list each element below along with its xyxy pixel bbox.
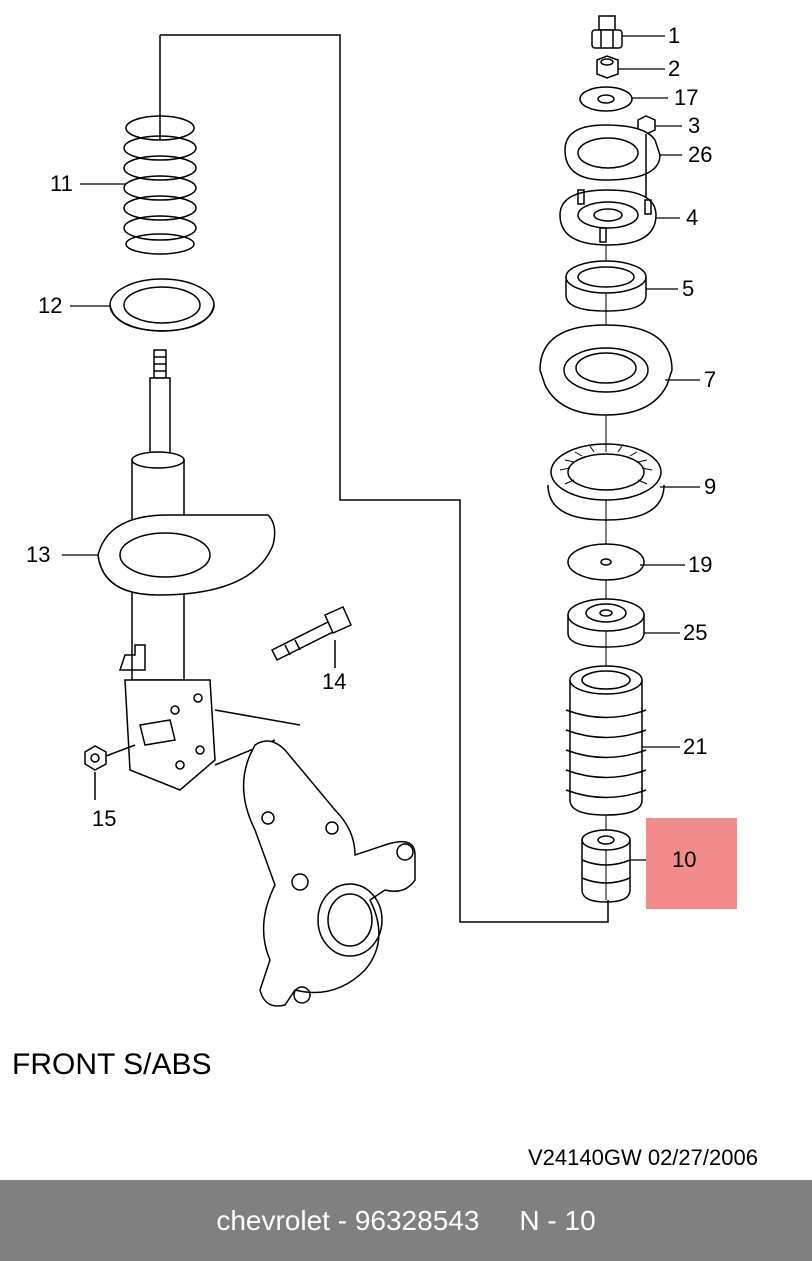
diagram-title: FRONT S/ABS bbox=[12, 1048, 212, 1081]
exploded-parts-diagram bbox=[62, 15, 700, 1007]
shock-absorber-13 bbox=[97, 349, 301, 791]
callout-11: 11 bbox=[50, 171, 73, 196]
bearing-5 bbox=[565, 260, 647, 312]
callout-14: 14 bbox=[322, 669, 347, 694]
footer-part-number: 96328543 bbox=[354, 1204, 480, 1236]
callout-5: 5 bbox=[682, 276, 695, 301]
callout-7: 7 bbox=[704, 367, 717, 392]
callout-15: 15 bbox=[92, 806, 117, 831]
leader-lines bbox=[62, 35, 700, 861]
group-bracket-line bbox=[160, 34, 609, 923]
callout-3: 3 bbox=[688, 113, 701, 138]
drawing-code: V24140GW 02/27/2006 bbox=[528, 1145, 758, 1170]
footer-brand: chevrolet bbox=[216, 1204, 330, 1236]
callout-1: 1 bbox=[668, 23, 681, 48]
callout-26: 26 bbox=[688, 142, 713, 167]
spring-seat-12 bbox=[109, 278, 215, 332]
seat-25 bbox=[567, 598, 645, 648]
footer-position: N - 10 bbox=[519, 1204, 596, 1236]
bump-stopper-10 bbox=[581, 829, 631, 903]
washer-19 bbox=[567, 543, 645, 581]
callout-21: 21 bbox=[683, 734, 708, 759]
callout-12: 12 bbox=[38, 293, 63, 318]
callout-9: 9 bbox=[704, 474, 717, 499]
washer-17 bbox=[579, 86, 633, 112]
nut-2 bbox=[596, 55, 619, 79]
callout-17: 17 bbox=[674, 85, 699, 110]
spring-seat-7 bbox=[539, 324, 673, 416]
nut-15 bbox=[84, 744, 136, 800]
callout-10: 10 bbox=[672, 847, 697, 872]
strut-mount-4 bbox=[559, 189, 657, 246]
callout-4: 4 bbox=[686, 205, 699, 230]
callout-13: 13 bbox=[26, 542, 51, 567]
insulator-9 bbox=[547, 443, 665, 521]
dust-boot-21 bbox=[565, 665, 647, 816]
callout-25: 25 bbox=[683, 620, 708, 645]
footer-bar: chevrolet - 96328543 N - 10 bbox=[0, 1180, 812, 1261]
callout-19: 19 bbox=[688, 552, 713, 577]
steering-knuckle bbox=[242, 740, 416, 1007]
coil-spring-11 bbox=[123, 35, 197, 255]
highlight-box-10 bbox=[646, 818, 737, 909]
cap-1 bbox=[591, 15, 623, 49]
bolt-14 bbox=[270, 606, 352, 668]
callout-2: 2 bbox=[668, 56, 681, 81]
